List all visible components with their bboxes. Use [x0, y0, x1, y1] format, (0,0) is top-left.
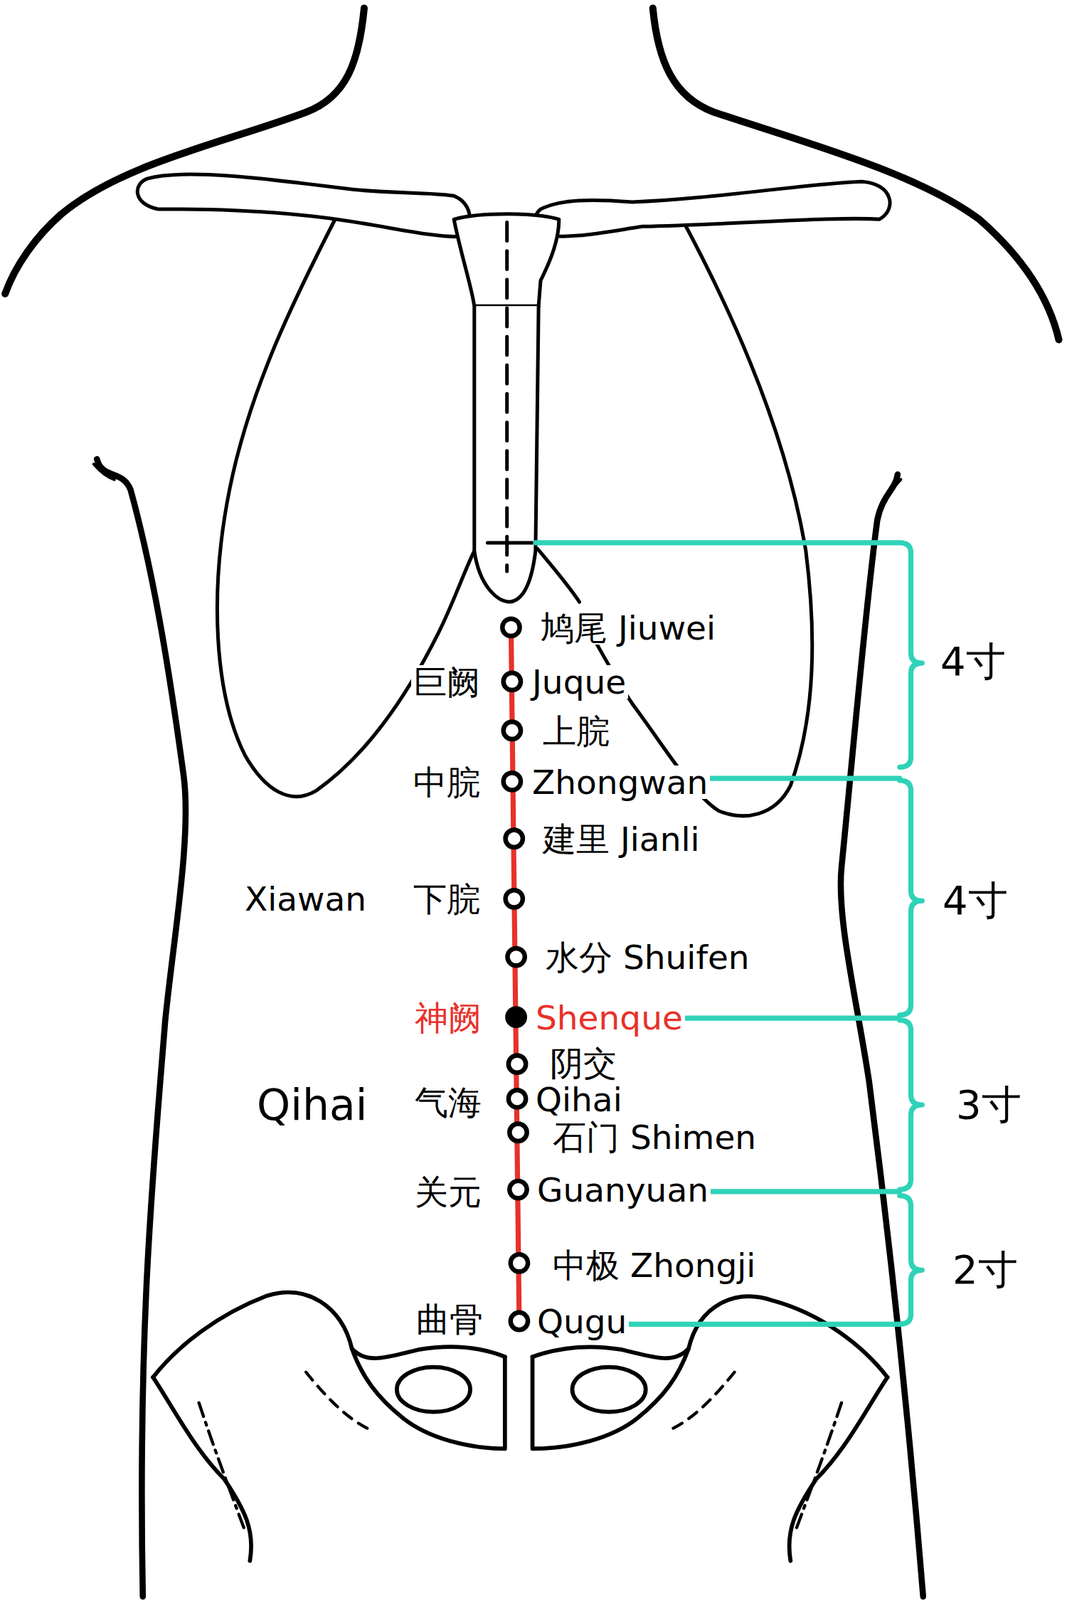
- acupoint-label: 巨阙: [411, 665, 483, 699]
- shoulder-outline: [653, 7, 1060, 340]
- obturator-foramen: [396, 1367, 471, 1412]
- acupoint-dot: [508, 1054, 526, 1072]
- acetabulum-line: [305, 1372, 368, 1429]
- clavicle: [534, 181, 890, 237]
- highlight-label: Shenque: [533, 1000, 686, 1035]
- acetabulum-line: [199, 1402, 246, 1531]
- acupoint-label: 石门 Shimen: [550, 1120, 759, 1154]
- pelvis-outline: [789, 1377, 888, 1561]
- acupoint-dot: [507, 1008, 525, 1026]
- obturator-foramen: [571, 1367, 646, 1412]
- acetabulum-line: [672, 1372, 735, 1429]
- acupoint-dot: [505, 830, 523, 848]
- acupoint-label: Qugu: [534, 1304, 629, 1339]
- pelvis-outline: [352, 1348, 506, 1449]
- acupoint-dot: [509, 1180, 527, 1198]
- acupoint-label: 上脘: [540, 714, 612, 748]
- acupoint-dot: [509, 1123, 527, 1141]
- body-outline: [885, 479, 902, 503]
- acupoint-dot: [503, 672, 521, 690]
- acupoint-dot: [505, 889, 523, 907]
- acupoint-label: 中极 Zhongji: [550, 1248, 758, 1282]
- acupoint-dot: [510, 1254, 528, 1272]
- acupoint-label: 建里 Jianli: [540, 822, 703, 856]
- pelvis-outline: [152, 1292, 353, 1378]
- acupoint-label: 水分 Shuifen: [543, 940, 752, 974]
- dimension-label: 3寸: [953, 1084, 1024, 1125]
- acupoint-label: Qihai: [254, 1083, 370, 1127]
- acupoint-label: Guanyuan: [534, 1172, 711, 1207]
- acupoint-dot: [502, 618, 520, 636]
- ribcage-outline: [581, 211, 812, 816]
- shoulder-outline: [4, 7, 365, 294]
- pelvis-outline: [352, 1346, 506, 1358]
- acupoint-dot: [510, 1312, 528, 1330]
- body-outline: [93, 463, 115, 480]
- acupoint-label: 气海: [412, 1085, 484, 1119]
- xiphoid-mark: [487, 540, 533, 545]
- sternum-midline: [505, 222, 509, 572]
- acupoint-label: Juque: [529, 665, 629, 699]
- acupoint-label: 鸠尾 Jiuwei: [538, 611, 718, 645]
- cun-bracket: [537, 780, 923, 1018]
- acupoint-group: [502, 618, 528, 1330]
- acupoint-label: 关元: [412, 1175, 484, 1209]
- acupoint-label: Zhongwan: [529, 765, 710, 799]
- clavicle: [137, 174, 470, 237]
- acetabulum-line: [795, 1402, 843, 1531]
- cun-bracket: [535, 542, 922, 1324]
- acupoint-label: 下脘: [411, 882, 483, 916]
- dimension-label: 4寸: [938, 641, 1008, 682]
- acupoint-label: 曲骨: [413, 1302, 486, 1336]
- cun-bracket: [535, 542, 922, 779]
- acupoint-label: Xiawan: [242, 882, 369, 916]
- acupoint-label: 阴交: [547, 1046, 619, 1080]
- ribcage-outline: [537, 548, 580, 602]
- acupoint-label: Qihai: [533, 1082, 625, 1117]
- dimension-label: 2寸: [950, 1249, 1021, 1290]
- acupoint-dot: [507, 948, 525, 966]
- ribcage-outline: [216, 216, 474, 797]
- body-outline: [96, 458, 186, 1597]
- pelvis-outline: [152, 1377, 252, 1561]
- pelvis-outline: [688, 1296, 888, 1378]
- dimension-label: 4寸: [940, 880, 1011, 921]
- acupoint-label: 中脘: [411, 765, 483, 799]
- highlight-label: 神阙: [412, 1000, 484, 1035]
- pelvis-outline: [532, 1348, 689, 1449]
- pelvis-outline: [532, 1346, 689, 1358]
- acupoint-dot: [508, 1089, 526, 1107]
- acupoint-dot: [503, 772, 521, 790]
- acupoint-dot: [503, 722, 521, 740]
